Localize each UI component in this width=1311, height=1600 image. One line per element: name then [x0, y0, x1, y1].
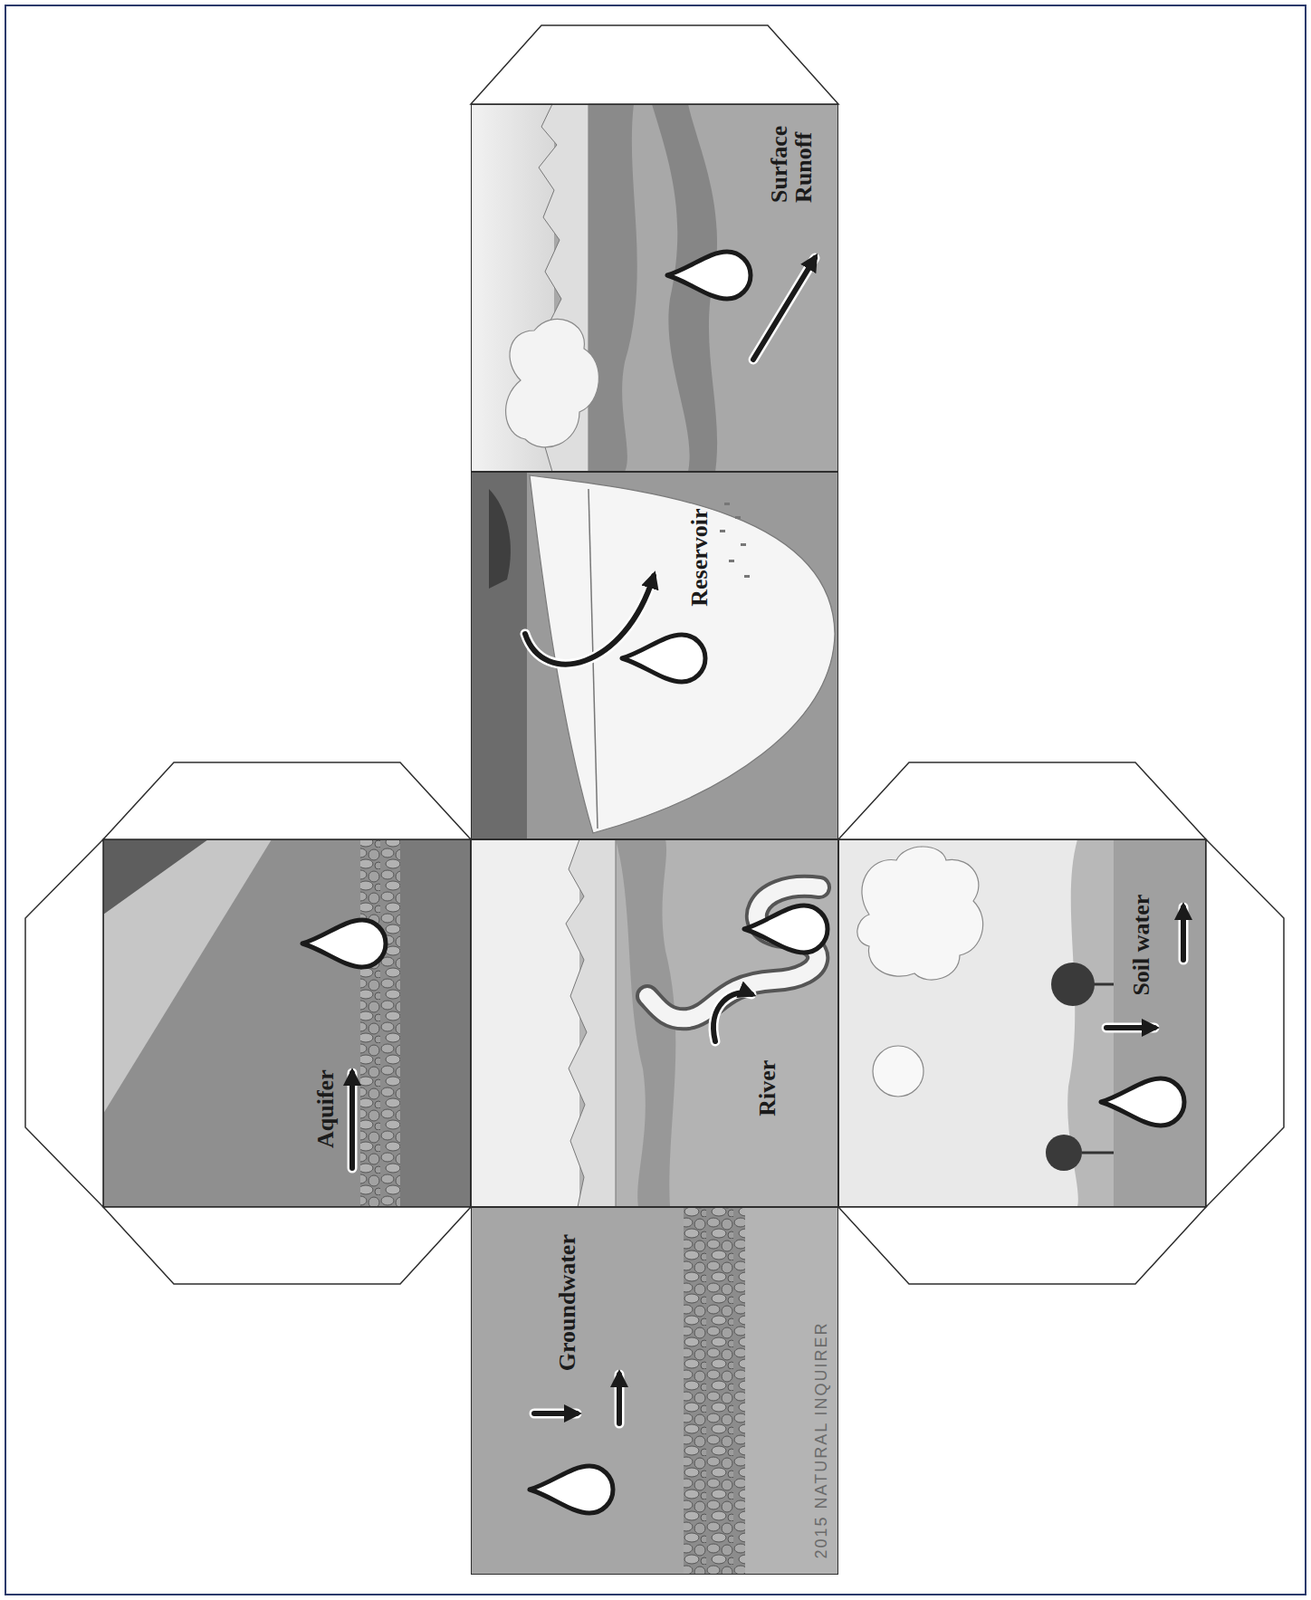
- hill: [103, 839, 209, 915]
- runoff-scene: [470, 104, 839, 472]
- cube-face: Aquifer: [103, 839, 471, 1207]
- water-drops: [302, 251, 1185, 1513]
- flow-arrow: [1180, 907, 1187, 960]
- face-label: River: [755, 1059, 780, 1116]
- glue-tab: [838, 1206, 1206, 1284]
- glue-tab: [103, 1206, 471, 1284]
- groundwater-scene: [470, 1206, 839, 1575]
- ripples: [719, 502, 750, 578]
- glue-tabs: [25, 25, 1284, 1284]
- glue-tab: [470, 25, 839, 105]
- cloud: [857, 846, 984, 980]
- face-label: Aquifer: [312, 1069, 337, 1149]
- watermark: 2015 NATURAL INQUIRER: [812, 1320, 832, 1559]
- arrow-halos: [352, 258, 1184, 1424]
- face-label: Soil water: [1129, 893, 1154, 996]
- cube-face: River: [470, 839, 839, 1207]
- deep-layer: [745, 1206, 839, 1575]
- water-drop: [1100, 1078, 1185, 1126]
- cube-face: Groundwater: [470, 1206, 839, 1575]
- flow-arrow: [713, 992, 752, 1042]
- ground: [103, 839, 471, 1207]
- ground: [470, 471, 839, 840]
- far-shore: [470, 471, 527, 840]
- face-label: Groundwater: [554, 1234, 579, 1371]
- face-label: Surface Runoff: [766, 124, 817, 202]
- flow-arrow: [525, 575, 654, 665]
- reservoir-scene: [470, 471, 839, 840]
- ground: [470, 839, 839, 1207]
- deep-layer: [400, 839, 471, 1207]
- water-drop: [667, 251, 751, 299]
- face-label: Reservoir: [687, 507, 712, 606]
- snowy-ridge: [565, 839, 616, 1207]
- light-wedge: [103, 839, 272, 1114]
- glue-tab: [1205, 839, 1284, 1207]
- flow-arrow: [534, 1410, 577, 1417]
- cube-face: Reservoir: [470, 471, 839, 840]
- water-drop: [744, 905, 828, 953]
- soil-scene: [838, 839, 1206, 1207]
- page-border: [5, 5, 1306, 1595]
- reservoir-water: [529, 475, 835, 833]
- rock-layer: [360, 839, 401, 1207]
- flow-arrow: [753, 258, 815, 360]
- river-scene: [470, 839, 839, 1207]
- rock-layer: [683, 1206, 746, 1575]
- mountain-slope: [588, 104, 638, 472]
- water-drop: [302, 919, 386, 967]
- flow-arrow: [1106, 1024, 1155, 1031]
- tree-line: [488, 488, 511, 589]
- flow-arrows: [352, 258, 1184, 1424]
- sky: [470, 839, 580, 1207]
- sun: [872, 1045, 924, 1097]
- ground: [470, 1206, 839, 1575]
- tree: [1045, 1134, 1114, 1171]
- glue-tab: [838, 762, 1206, 840]
- water-drop: [529, 1465, 613, 1513]
- tree: [1051, 962, 1114, 1006]
- glue-tab: [103, 762, 471, 840]
- glue-tab: [25, 839, 104, 1207]
- flow-arrow: [616, 1374, 623, 1424]
- ground: [470, 104, 839, 472]
- cube-face: Soil water: [838, 839, 1206, 1207]
- water-drop: [622, 634, 706, 682]
- flow-arrow: [349, 1072, 355, 1168]
- aquifer-scene: [103, 839, 471, 1207]
- sky: [838, 839, 1206, 1207]
- cloud: [506, 318, 600, 448]
- cube-face: Surface Runoff: [470, 104, 839, 472]
